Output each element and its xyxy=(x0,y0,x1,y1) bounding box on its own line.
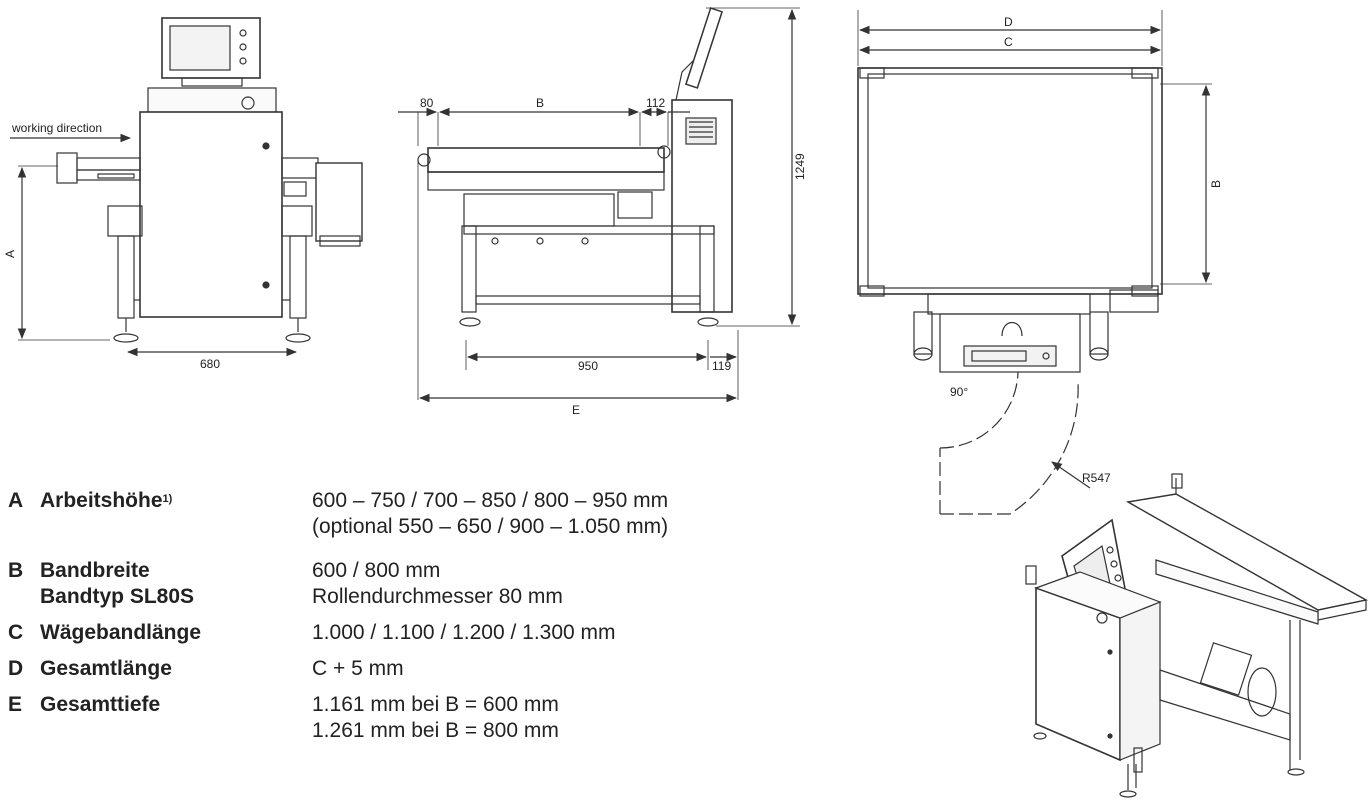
dim-680-label: 680 xyxy=(200,357,220,371)
dim-a-label: A xyxy=(3,250,17,258)
dim-119-label: 119 xyxy=(712,359,731,373)
iso-view xyxy=(1025,473,1368,798)
dim-950-label: 950 xyxy=(578,359,598,373)
radius-label: R547 xyxy=(1082,471,1111,485)
dim-b-top-label: B xyxy=(1209,180,1223,188)
dim-1249-label: 1249 xyxy=(793,153,807,180)
side-view xyxy=(398,7,800,403)
dim-112-label: 112 xyxy=(646,96,665,110)
dim-80-label: 80 xyxy=(420,96,434,110)
angle-90-label: 90° xyxy=(950,385,968,399)
front-view xyxy=(10,17,363,357)
dim-e-label: E xyxy=(572,403,580,417)
top-view xyxy=(857,10,1212,515)
dim-c-label: C xyxy=(1004,35,1013,49)
dim-d-label: D xyxy=(1004,15,1013,29)
working-direction-label: working direction xyxy=(11,121,102,135)
dim-b-side-label: B xyxy=(536,96,544,110)
